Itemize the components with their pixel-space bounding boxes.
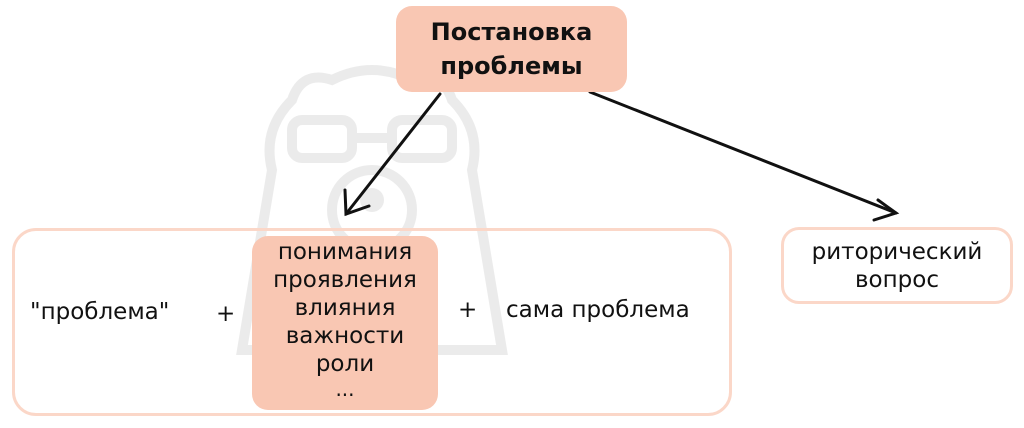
- title-line-1: Постановка: [430, 18, 593, 46]
- rhetorical-line-2: вопрос: [855, 266, 939, 293]
- formula-term-problem-itself: сама проблема: [506, 297, 690, 323]
- arrow-to-rhetorical-question: [588, 90, 900, 222]
- middle-item-ellipsis: ...: [335, 377, 355, 401]
- formula-node: [12, 228, 732, 416]
- arrow-to-formula: [343, 92, 442, 217]
- middle-item: проявления: [273, 267, 417, 293]
- middle-item: влияния: [294, 295, 396, 321]
- title-node: Постановка проблемы: [396, 6, 627, 92]
- formula-middle-node: понимания проявления влияния важности ро…: [252, 236, 438, 410]
- formula-term-problem: "проблема": [30, 299, 170, 325]
- middle-item: роли: [315, 351, 375, 377]
- middle-item: важности: [285, 323, 405, 349]
- title-line-2: проблемы: [440, 52, 583, 80]
- formula-plus-2: +: [458, 297, 478, 323]
- rhetorical-question-node: риторический вопрос: [781, 227, 1013, 304]
- rhetorical-line-1: риторический: [811, 238, 983, 265]
- formula-plus-1: +: [216, 301, 236, 327]
- middle-item: понимания: [277, 239, 413, 265]
